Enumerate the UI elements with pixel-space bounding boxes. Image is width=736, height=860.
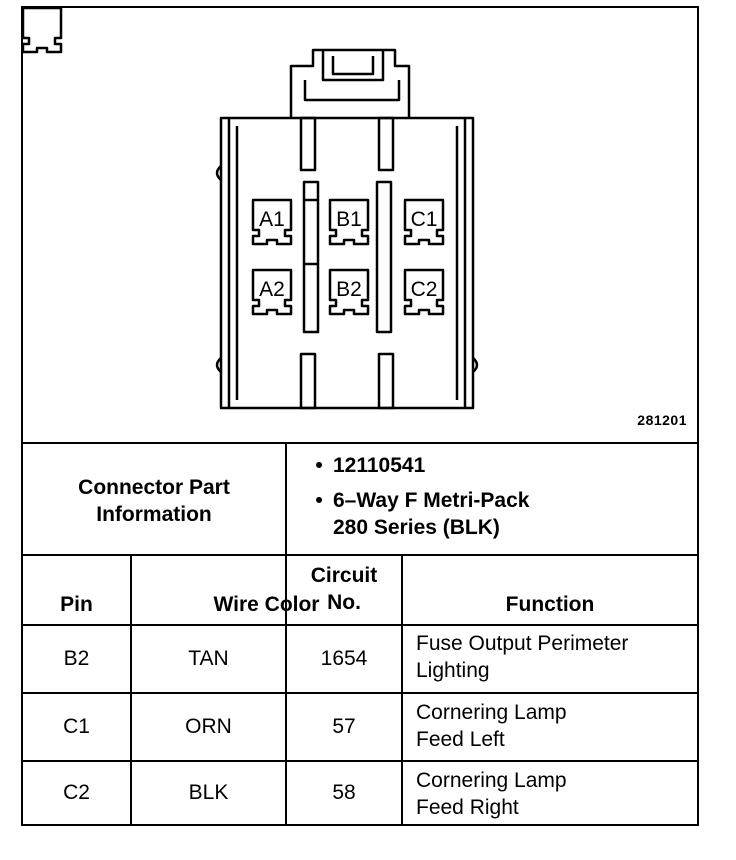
cell-function: Cornering Lamp Feed Left: [416, 699, 691, 753]
cavity-label-a1: A1: [259, 208, 285, 231]
function-line2: Feed Left: [416, 728, 505, 751]
connector-part-info-label: Connector Part Information: [23, 446, 285, 556]
header-circuit-line1: Circuit: [310, 563, 378, 587]
list-item: • 6–Way F Metri-Pack: [307, 487, 697, 514]
cavity-label-c1: C1: [411, 208, 438, 231]
function-line2: Lighting: [416, 659, 490, 682]
connector-part-label-line2: Information: [96, 503, 212, 526]
connector-part-label-line1: Connector Part: [78, 476, 230, 499]
connector-face-diagram: A1 B1 C1 A2 B2 C2 281201: [23, 8, 697, 444]
cavity-label-c2: C2: [411, 278, 438, 301]
cell-wire-color: TAN: [188, 647, 229, 670]
divider: [130, 556, 132, 824]
cavity-label-b1: B1: [336, 208, 362, 231]
cell-wire-color: BLK: [188, 781, 229, 804]
function-line2: Feed Right: [416, 796, 519, 819]
connector-part-details: • 12110541 • 6–Way F Metri-Pack 280 Seri…: [307, 452, 697, 541]
divider: [23, 760, 697, 762]
bullet-icon: •: [315, 489, 323, 512]
divider: [23, 692, 697, 694]
connector-description-line2: 280 Series (BLK): [333, 516, 500, 539]
header-wire-color: Wire Color: [213, 593, 320, 616]
bullet-icon: •: [315, 454, 323, 477]
connector-info-sheet: A1 B1 C1 A2 B2 C2 281201 Connector Part …: [21, 6, 699, 826]
list-item: 280 Series (BLK): [307, 514, 697, 541]
header-function: Function: [505, 593, 595, 616]
function-line1: Cornering Lamp: [416, 701, 567, 724]
function-line1: Fuse Output Perimeter: [416, 632, 629, 655]
cavity-label-a2: A2: [259, 278, 285, 301]
divider: [285, 444, 287, 824]
cell-circuit: 1654: [320, 647, 368, 670]
cell-function: Fuse Output Perimeter Lighting: [416, 630, 691, 684]
divider: [23, 624, 697, 626]
divider: [23, 554, 697, 556]
cell-pin: C1: [63, 715, 90, 738]
cell-circuit: 58: [332, 781, 356, 804]
divider: [23, 442, 697, 444]
header-circuit-line2: No.: [327, 590, 361, 614]
figure-id: 281201: [637, 412, 687, 428]
divider: [401, 556, 403, 824]
cell-pin: B2: [63, 647, 90, 670]
function-line1: Cornering Lamp: [416, 769, 567, 792]
cavity-label-b2: B2: [336, 278, 362, 301]
cell-circuit: 57: [332, 715, 356, 738]
cell-function: Cornering Lamp Feed Right: [416, 767, 691, 821]
cell-pin: C2: [63, 781, 90, 804]
list-item: • 12110541: [307, 452, 697, 479]
connector-description-line1: 6–Way F Metri-Pack: [333, 489, 530, 512]
part-number: 12110541: [333, 454, 426, 477]
cell-wire-color: ORN: [185, 715, 232, 738]
header-pin: Pin: [60, 593, 93, 616]
connector-drawing: A1 B1 C1 A2 B2 C2: [23, 8, 479, 410]
